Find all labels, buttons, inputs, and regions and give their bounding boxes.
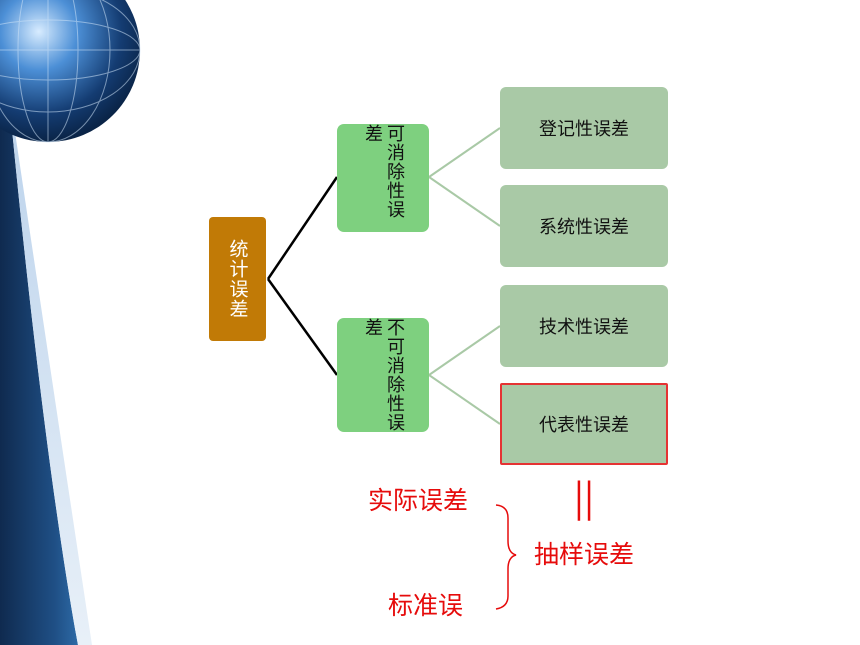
leaf-node-label: 技术性误差 [539,317,629,338]
left-blue-band [0,108,78,645]
actual-error-label: 实际误差 [368,486,469,515]
sampling-error-label: 抽样误差 [534,540,635,569]
equals-symbol: || [573,474,595,522]
brace-bracket [495,504,517,610]
leaf-node-label: 登记性误差 [539,119,629,140]
root-node-label: 统计误差 [226,239,249,319]
leaf-node-label: 系统性误差 [539,217,629,238]
branch-node-non-eliminable: 不可消除性误差 [337,318,429,432]
root-connectors [266,176,339,376]
branch-node-label: 可消除性误差 [362,124,405,219]
leaf-node-registration-error: 登记性误差 [500,87,668,169]
leaf-node-systematic-error: 系统性误差 [500,185,668,267]
standard-error-label: 标准误 [388,591,464,620]
leaf-node-label: 代表性误差 [539,415,629,436]
branch-node-label: 不可消除性误差 [362,318,405,432]
leaf-node-representative-error: 代表性误差 [500,383,668,465]
leaf-connectors [428,127,501,425]
root-node: 统计误差 [209,217,266,341]
left-light-swoosh [10,108,92,645]
globe-graphic [0,0,141,143]
branch-node-eliminable: 可消除性误差 [337,124,429,232]
leaf-node-technical-error: 技术性误差 [500,285,668,367]
